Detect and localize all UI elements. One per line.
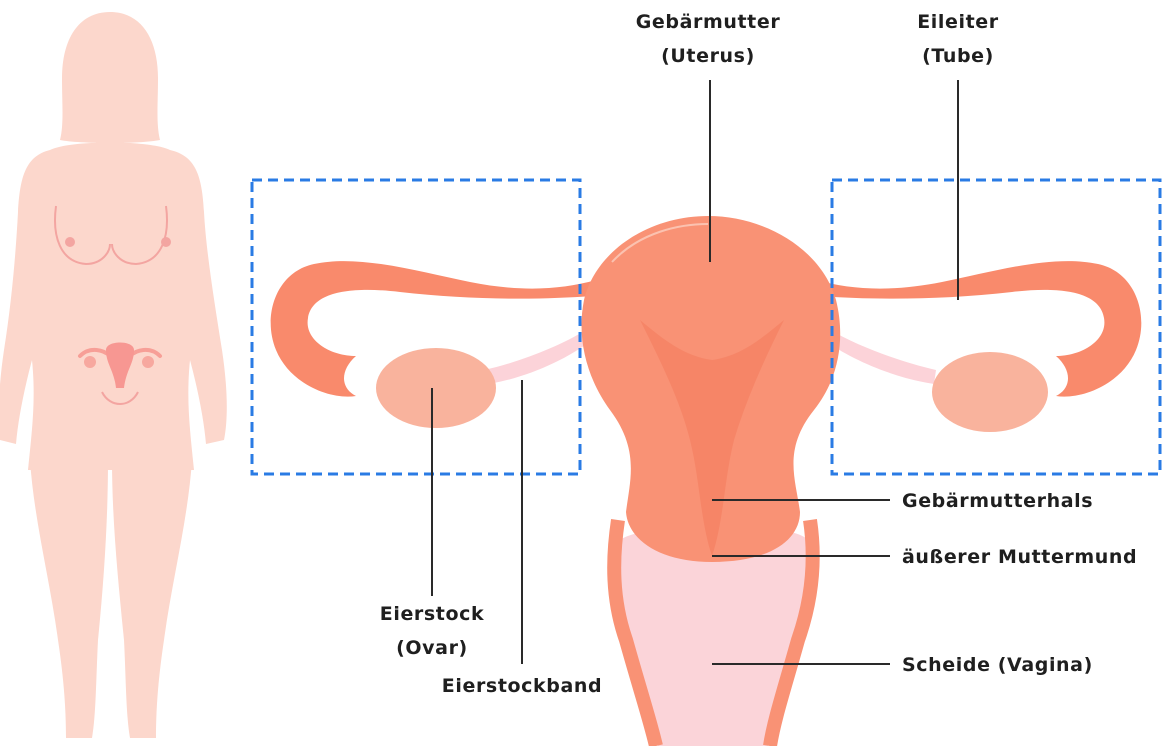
right-ovary xyxy=(932,352,1048,432)
female-body-silhouette-icon xyxy=(0,12,227,738)
vagina-label: Scheide (Vagina) xyxy=(902,654,1093,676)
uterus-label: Gebärmutter xyxy=(636,11,781,33)
ovary-sublabel: (Ovar) xyxy=(396,637,468,659)
right-ovarian-ligament xyxy=(824,330,936,384)
ovary-label: Eierstock xyxy=(380,603,485,625)
ovarian-ligament-label: Eierstockband xyxy=(442,675,602,697)
left-ovary xyxy=(376,348,496,428)
tube-sublabel: (Tube) xyxy=(922,45,994,67)
uterus-sublabel: (Uterus) xyxy=(661,45,755,67)
left-ovarian-ligament xyxy=(484,330,592,384)
tube-label: Eileiter xyxy=(917,11,999,33)
cervix-label: Gebärmutterhals xyxy=(902,490,1093,512)
external-os-label: äußerer Muttermund xyxy=(902,546,1137,568)
